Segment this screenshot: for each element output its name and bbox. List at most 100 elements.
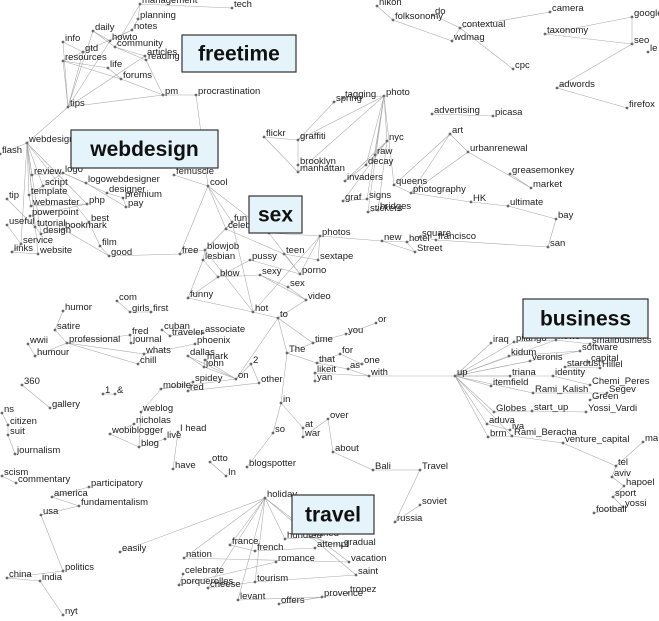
node-dot xyxy=(469,200,473,204)
edge-tagging-photo xyxy=(342,95,385,99)
node-pussy: pussy xyxy=(248,251,277,262)
node-label: football xyxy=(596,504,627,515)
node-dot xyxy=(0,474,4,478)
edge-photos-porno xyxy=(299,235,321,275)
edge-sexy-sex_n xyxy=(259,274,289,288)
node-label: tip xyxy=(9,190,19,201)
node-label: fun xyxy=(234,213,247,224)
node-dot xyxy=(53,328,57,332)
node-flash: flash xyxy=(0,145,22,156)
node-phoenix: phoenix xyxy=(193,335,231,346)
node-label: vacation xyxy=(351,553,386,564)
node-saint: saint xyxy=(354,566,378,577)
node-dot xyxy=(61,569,65,573)
node-ihead: I head xyxy=(176,423,206,434)
node-dot xyxy=(506,204,510,208)
edge-webdesign_n-best xyxy=(26,142,90,223)
node-label: wwii xyxy=(29,335,48,346)
node-dot xyxy=(318,234,322,238)
node-dot xyxy=(149,310,153,314)
node-label: film xyxy=(102,237,117,248)
node-yossi: yossi xyxy=(621,498,647,509)
node-photos: photos xyxy=(318,227,351,238)
edge-webdesign_n-flash xyxy=(0,142,28,155)
edge-india-nyt xyxy=(39,580,64,616)
node-camera: camera xyxy=(548,3,584,14)
node-label: in xyxy=(283,394,290,405)
node-label: venture_capital xyxy=(565,434,629,445)
node-brm: brm xyxy=(486,428,506,439)
node-label: smallbusiness xyxy=(592,335,652,346)
node-dot xyxy=(182,556,186,560)
node-dot xyxy=(118,550,122,554)
edge-do-contextual xyxy=(432,14,461,29)
edge-tips-info xyxy=(62,41,69,108)
node-dot xyxy=(172,173,176,177)
node-dot xyxy=(296,163,300,167)
node-america: america xyxy=(50,488,89,499)
node-links: links xyxy=(10,243,33,254)
node-mobile: mobile xyxy=(159,380,191,391)
edge-adwords-firefox xyxy=(556,87,628,109)
node-dot xyxy=(121,196,125,200)
node-tel: tel xyxy=(614,457,628,468)
node-sanfrancisco: francisco xyxy=(434,231,476,242)
edge-that-for xyxy=(316,353,341,364)
node-dot xyxy=(48,406,52,410)
node-label: forums xyxy=(123,70,152,81)
edge-tip-tutorial xyxy=(6,198,36,228)
edge-forums-resources xyxy=(62,60,122,80)
edge-management-community xyxy=(114,3,141,48)
edge-photo-manhattan xyxy=(297,95,385,173)
edge-capital-stardust xyxy=(564,361,590,368)
edge-layer xyxy=(0,3,644,616)
node-gradual: gradual xyxy=(340,537,376,548)
edge-webdesign_n-php xyxy=(26,142,88,205)
node-sport: sport xyxy=(611,488,636,499)
node-label: offers xyxy=(281,595,305,606)
node-label: about xyxy=(335,443,359,454)
node-dot xyxy=(315,361,319,365)
node-label: firefox xyxy=(629,99,655,110)
node-label: pm xyxy=(165,86,178,97)
edge-raw-decay xyxy=(365,154,376,166)
node-dot xyxy=(14,481,18,485)
node-label: picasa xyxy=(495,107,523,118)
edge-blog-live xyxy=(138,438,166,448)
node-dot xyxy=(630,42,634,46)
node-decay: decay xyxy=(364,156,394,167)
node-dot xyxy=(587,360,591,364)
edge-to-video xyxy=(277,299,307,319)
node-label: start_up xyxy=(534,402,568,413)
edge-hot-to xyxy=(252,311,279,319)
node-bookmark: bookmark xyxy=(61,220,107,231)
node-label: whats xyxy=(145,345,171,356)
node-dot xyxy=(177,583,181,587)
node-dot xyxy=(178,252,182,256)
edge-you-or xyxy=(345,322,377,335)
edge-free-blowjob xyxy=(179,249,206,255)
node-dot xyxy=(128,333,132,337)
node-info: info xyxy=(61,33,80,44)
node-label: levant xyxy=(240,591,266,602)
edge-celebrate-porquerolles xyxy=(178,573,184,586)
edge-tips-pm xyxy=(67,94,164,108)
node-label: time xyxy=(315,334,333,345)
node-resources: resources xyxy=(61,52,107,63)
node-easily: easily xyxy=(118,543,147,554)
edge-fun-blowjob xyxy=(204,221,233,251)
edge-new-hotel xyxy=(381,240,408,243)
node-dot xyxy=(418,468,422,472)
node-dot xyxy=(641,440,645,444)
edge-whats-chill xyxy=(137,353,145,365)
node-pm: pm xyxy=(161,86,178,97)
node-scism: scism xyxy=(0,467,28,478)
node-label: aduva xyxy=(489,415,516,426)
node-label: funny xyxy=(190,289,213,300)
node-nyt: nyt xyxy=(61,606,78,617)
node-label: script xyxy=(45,177,68,188)
node-label: sport xyxy=(615,488,636,499)
node-dot xyxy=(450,39,454,43)
node-nation: nation xyxy=(182,549,212,560)
